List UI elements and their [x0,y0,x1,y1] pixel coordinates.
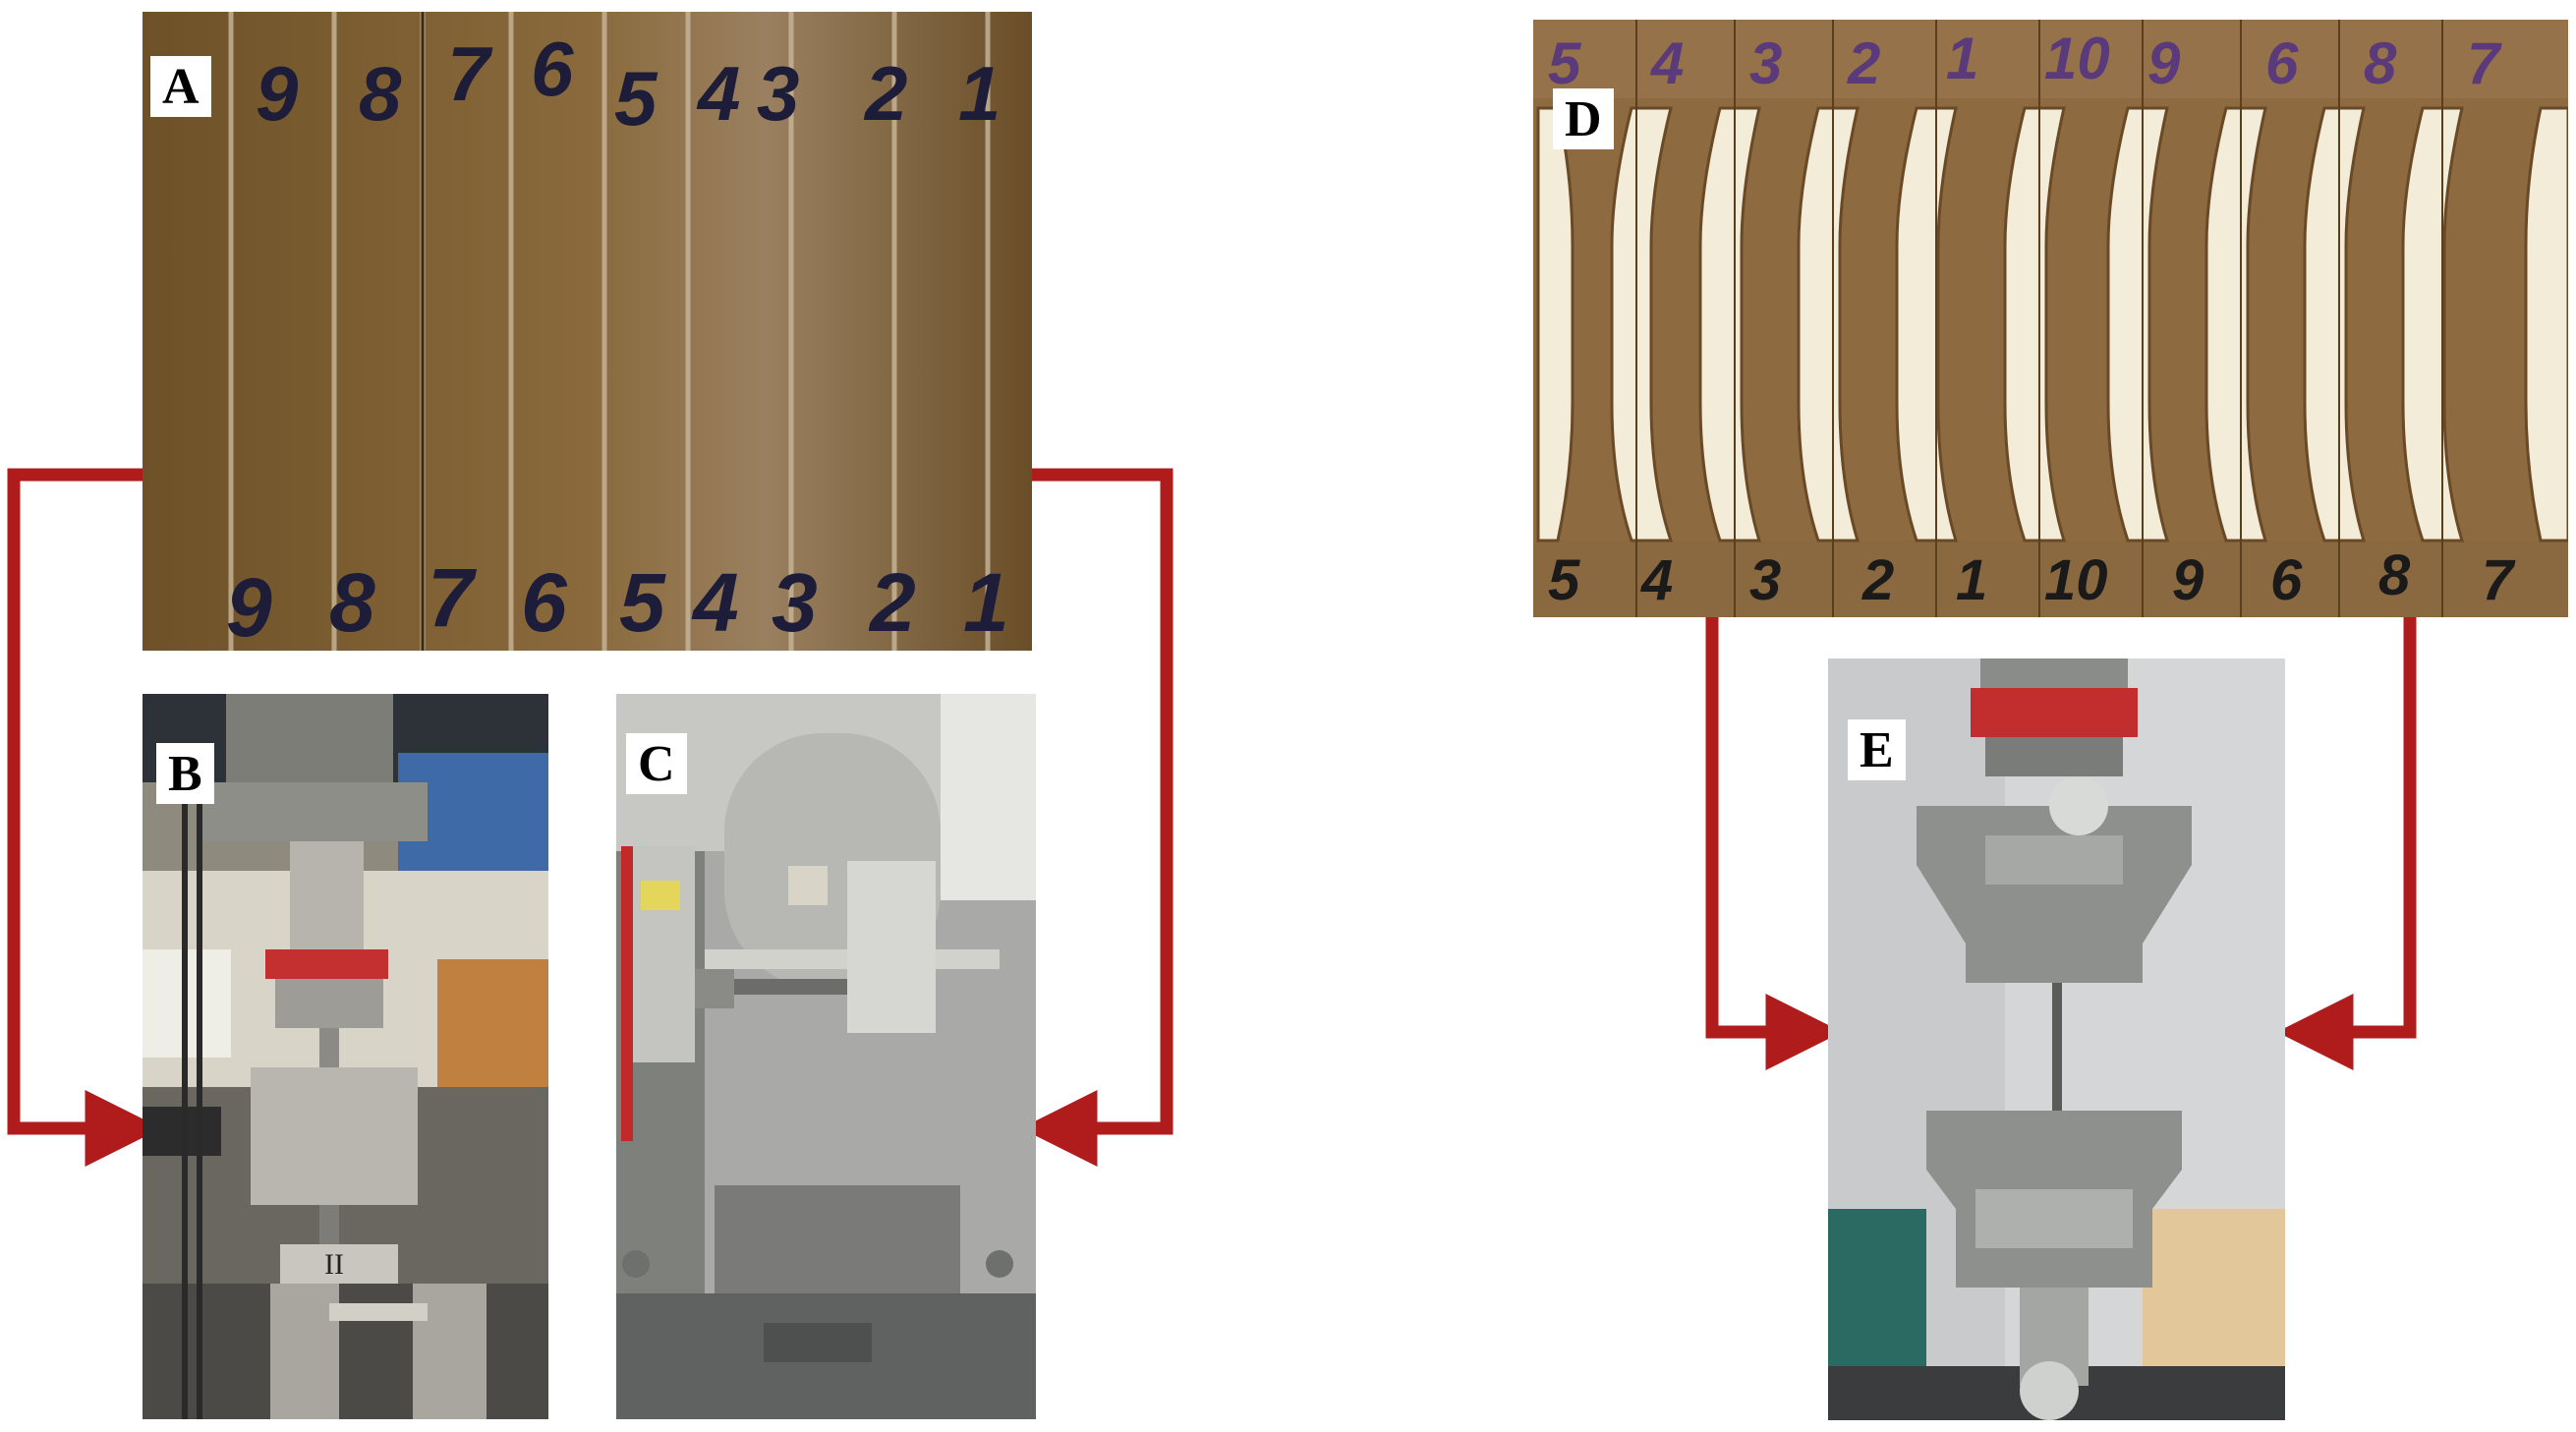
strip-number-bottom: 2 [868,556,916,649]
strip-number-top: 6 [531,26,574,112]
specimen-number-bottom: 1 [1956,548,1987,612]
specimen-number-top: 4 [1650,30,1684,96]
strip-number-top: 8 [359,50,402,137]
specimen-number-bottom: 2 [1861,548,1894,612]
panel-label-d: D [1553,88,1614,149]
strip-number-top: 5 [614,55,658,142]
panel-a-strip-board: 9 8 7 6 5 4 3 2 1 9 8 7 6 5 4 3 2 1 A [143,12,1032,651]
panel-c-test-enclosure: C [616,694,1036,1419]
specimen-number-top: 6 [2265,30,2299,96]
specimen-number-bottom: 6 [2270,548,2303,612]
panel-label-b: B [156,743,214,804]
specimen-dividers [1635,20,2443,617]
strip-number-top: 2 [863,50,907,137]
strip-number-bottom: 4 [691,556,739,649]
specimen-number-top: 1 [1946,26,1978,91]
panel-b-bending-test-machine: II B [143,694,548,1419]
strip-number-bottom: 9 [226,561,272,651]
strip-number-bottom: 6 [521,556,568,649]
dogbone-cutouts [1536,106,2568,543]
arrow-d-to-e-left [1705,614,1843,1070]
specimen-number-top: 3 [1749,30,1782,96]
arrow-d-to-e-right [2276,614,2417,1070]
strip-number-top: 4 [696,50,740,137]
specimen-number-top: 8 [2364,30,2397,96]
specimen-number-bottom: 9 [2172,548,2204,612]
specimen-number-top: 9 [2147,30,2181,96]
strip-number-bottom: 7 [428,551,477,644]
specimen-number-bottom: 10 [2044,548,2108,612]
panel-label-c: C [626,733,687,794]
specimen-number-bottom: 5 [1548,548,1580,612]
strip-number-top: 7 [447,30,493,117]
panel-label-a: A [150,56,211,117]
specimen-number-bottom: 8 [2378,544,2411,607]
arrow-a-to-c [1020,468,1174,1167]
strip-number-bottom: 3 [772,556,818,649]
specimen-number-bottom: 7 [2482,548,2516,612]
strip-number-bottom: 5 [619,556,666,649]
specimen-number-top: 10 [2044,26,2110,91]
specimen-number-bottom: 3 [1749,548,1781,612]
panel-label-e: E [1848,719,1906,780]
strip-number-top: 3 [757,50,799,137]
specimen-number-bottom: 4 [1640,548,1673,612]
specimen-mark: II [324,1248,344,1281]
strip-number-bottom: 1 [963,556,1009,649]
strip-number-top: 1 [958,50,1001,137]
panel-e-tensile-test-grips: E [1828,659,2285,1420]
specimen-number-top: 7 [2467,30,2502,96]
strip-number-top: 9 [256,50,299,137]
panel-d-dogbone-specimens: 5 4 3 2 1 10 9 6 8 7 5 4 3 2 1 10 9 6 8 … [1533,20,2568,617]
strip-number-bottom: 8 [329,556,375,649]
specimen-number-top: 5 [1548,30,1582,96]
arrow-a-to-b [7,468,162,1167]
specimen-number-top: 2 [1847,30,1880,96]
